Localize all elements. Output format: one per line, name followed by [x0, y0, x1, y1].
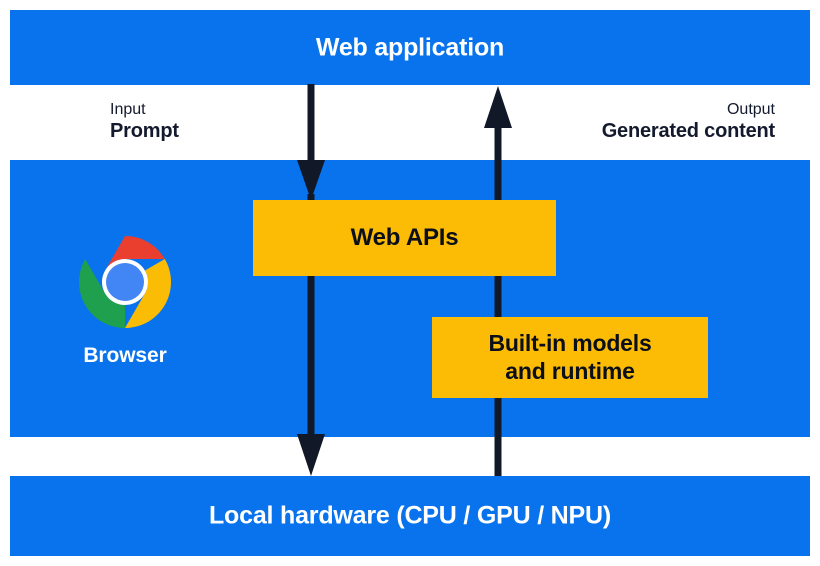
box-built-in-models-line1: Built-in models — [488, 329, 652, 356]
flow-output-value: Generated content — [601, 119, 776, 142]
flow-input-kind: Input — [110, 101, 146, 118]
band-local-hardware: Local hardware (CPU / GPU / NPU) — [10, 476, 810, 556]
flow-label-output: Output Generated content — [601, 101, 776, 143]
box-built-in-models-label: Built-in models and runtime — [488, 330, 651, 385]
box-web-apis: Web APIs — [253, 200, 556, 276]
flow-input-value: Prompt — [110, 119, 179, 142]
band-web-application: Web application — [10, 10, 810, 85]
flow-output-kind: Output — [726, 101, 775, 118]
band-local-hardware-label: Local hardware (CPU / GPU / NPU) — [208, 501, 611, 530]
box-web-apis-label: Web APIs — [350, 223, 459, 251]
box-built-in-models-line2: and runtime — [505, 357, 635, 384]
chrome-logo-icon — [79, 236, 171, 328]
browser-caption: Browser — [83, 344, 167, 367]
flow-label-input: Input Prompt — [110, 101, 179, 143]
band-web-application-label: Web application — [315, 33, 505, 61]
browser-group: Browser — [60, 234, 190, 368]
box-built-in-models: Built-in models and runtime — [432, 317, 708, 398]
